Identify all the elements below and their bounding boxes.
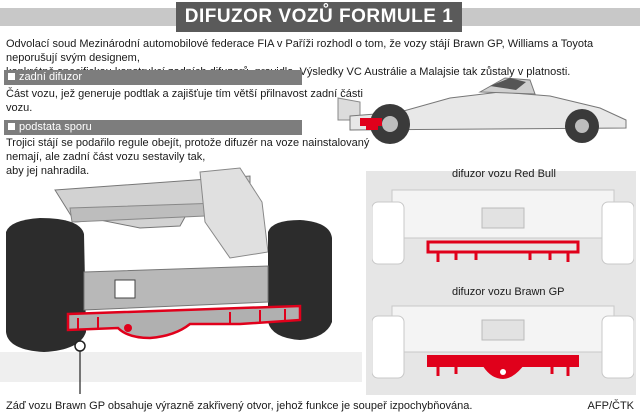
title-bar: DIFUZOR VOZŮ FORMULE 1 xyxy=(0,0,640,34)
car-rear-view-illustration xyxy=(0,167,362,394)
intro-line-1: Odvolací soud Mezinárodní automobilové f… xyxy=(6,38,594,64)
section-heading-label: podstata sporu xyxy=(19,121,92,133)
text-line: aby jej nahradila. xyxy=(6,165,90,177)
section-heading-dispute: podstata sporu xyxy=(4,120,302,135)
car-side-view-illustration xyxy=(337,77,627,144)
title-box xyxy=(176,2,462,32)
red-bull-caption: difuzor vozu Red Bull xyxy=(452,168,556,180)
brawn-gp-caption: difuzor vozu Brawn GP xyxy=(452,286,565,298)
section-text-rear-diffuser: Část vozu, jež generuje podtlak a zajišť… xyxy=(6,87,363,115)
section-heading-label: zadní difuzor xyxy=(19,71,82,83)
photo-credit: AFP/ČTK xyxy=(587,400,634,412)
text-line: vozu. xyxy=(6,102,33,114)
text-line: Trojici stájí se podařilo regule obejít,… xyxy=(6,137,370,149)
red-bull-diffuser-diagram xyxy=(372,189,634,265)
text-line: nemají, ale zadní část vozu sestavily ta… xyxy=(6,151,206,163)
section-heading-rear-diffuser: zadní difuzor xyxy=(4,70,302,85)
section-text-dispute: Trojici stájí se podařilo regule obejít,… xyxy=(6,136,369,178)
page-title: DIFUZOR VOZŮ FORMULE 1 xyxy=(184,6,454,27)
bullet-square-icon xyxy=(8,123,15,131)
bottom-caption: Záď vozu Brawn GP obsahuje výrazně zakři… xyxy=(6,400,473,412)
brawn-gp-diffuser-diagram xyxy=(372,305,634,380)
text-line: Část vozu, jež generuje podtlak a zajišť… xyxy=(6,88,363,100)
bullet-square-icon xyxy=(8,73,15,81)
